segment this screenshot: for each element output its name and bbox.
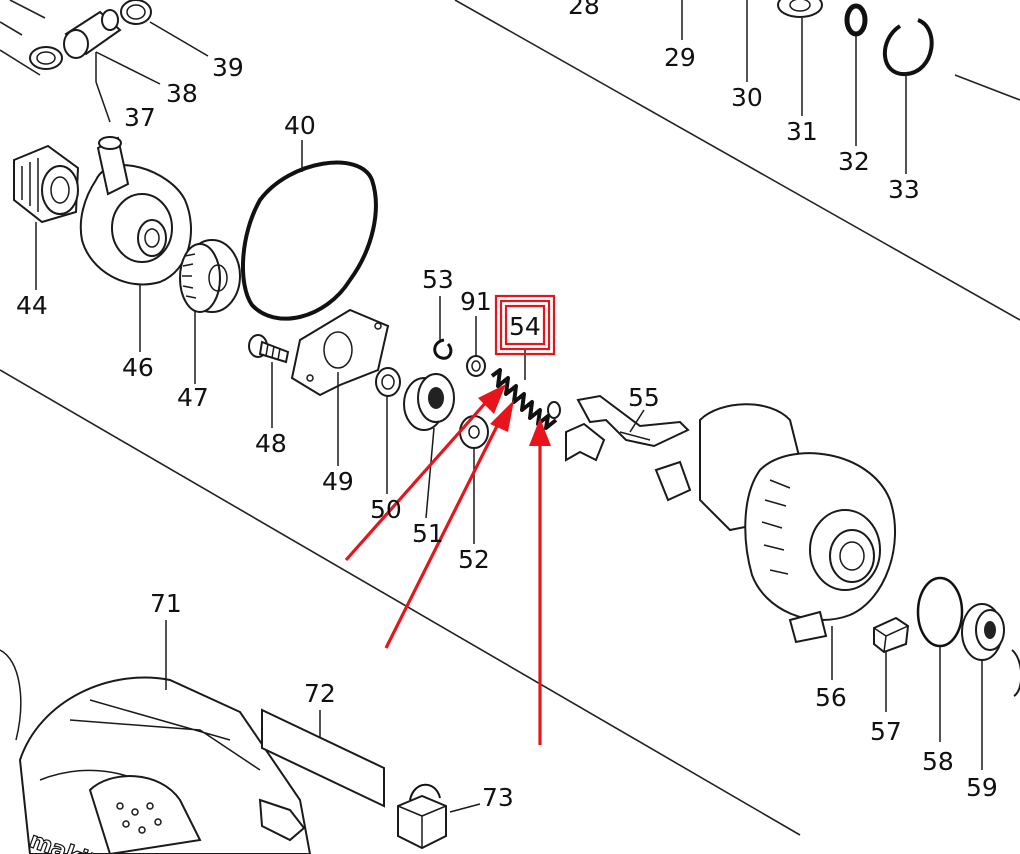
label-30: 30 (731, 83, 763, 112)
part-49-plate (290, 308, 390, 397)
label-31: 31 (786, 117, 818, 146)
part-33-snap-ring (883, 18, 934, 77)
part-52-washer (459, 415, 489, 449)
part-48-screw (248, 334, 290, 364)
label-52: 52 (458, 545, 490, 574)
part-39-ring (120, 0, 152, 25)
label-40: 40 (284, 111, 316, 140)
part-55-lever (565, 394, 690, 462)
assembly-frame-lines (0, 0, 1020, 836)
part-54-spring (490, 368, 561, 430)
label-58: 58 (922, 747, 954, 776)
label-91: 91 (460, 287, 492, 316)
label-54: 54 (509, 312, 541, 341)
label-48: 48 (255, 429, 287, 458)
label-73: 73 (482, 783, 514, 812)
red-arrow-1 (344, 398, 490, 562)
label-47: 47 (177, 383, 209, 412)
red-arrow-2 (384, 419, 502, 649)
part-71-housing: makita (0, 649, 312, 854)
label-71: 71 (150, 589, 182, 618)
part-31-bushing (777, 0, 823, 18)
label-29: 29 (664, 43, 696, 72)
label-44: 44 (16, 291, 48, 320)
part-44-bearing-housing (13, 144, 80, 224)
label-28: 28 (568, 0, 600, 20)
label-49: 49 (322, 467, 354, 496)
part-labels: 28 29 30 31 32 33 39 38 37 40 44 46 47 4… (16, 0, 998, 812)
label-50: 50 (370, 495, 402, 524)
part-53-e-clip (433, 338, 453, 360)
label-37: 37 (124, 103, 156, 132)
part-57-block (873, 616, 910, 654)
part-72-label-plate (261, 708, 385, 808)
label-59: 59 (966, 773, 998, 802)
part-73-carbon-brush (397, 783, 447, 850)
part-58-o-ring (916, 576, 964, 648)
part-91-washer (466, 355, 486, 377)
label-72: 72 (304, 679, 336, 708)
highlight-box-54 (494, 294, 556, 356)
label-39: 39 (212, 53, 244, 82)
part-56-motor-housing (654, 403, 897, 644)
part-59-bearing (961, 603, 1020, 697)
label-55: 55 (628, 383, 660, 412)
label-38: 38 (166, 79, 198, 108)
annotation-arrows (344, 384, 551, 745)
part-32-ring (844, 3, 868, 37)
leader-lines (35, 0, 983, 813)
label-51: 51 (412, 519, 444, 548)
label-32: 32 (838, 147, 870, 176)
label-53: 53 (422, 265, 454, 294)
part-40-o-ring (241, 160, 378, 321)
part-46-housing (79, 136, 192, 286)
part-38-pin (63, 9, 122, 59)
part-37-clip (29, 46, 63, 70)
label-33: 33 (888, 175, 920, 204)
label-56: 56 (815, 683, 847, 712)
part-50-washer (375, 367, 401, 397)
label-46: 46 (122, 353, 154, 382)
part-47-gear (179, 239, 241, 313)
part-51-bearing (403, 373, 455, 431)
label-57: 57 (870, 717, 902, 746)
